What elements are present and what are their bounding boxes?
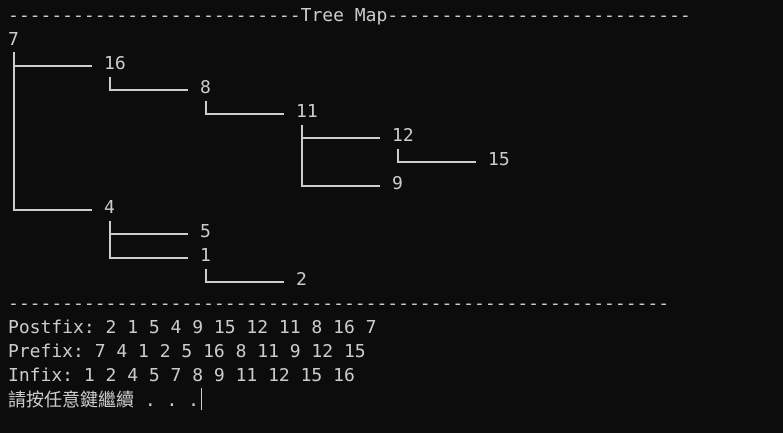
infix-line: Infix: 1 2 4 5 7 8 9 11 12 15 16 <box>8 365 355 386</box>
connector-4-5 <box>109 221 188 235</box>
connector-16-8 <box>109 77 188 91</box>
text-cursor <box>201 388 203 410</box>
tree-node: 2 <box>296 269 307 290</box>
tree-node: 8 <box>200 77 211 98</box>
continue-prompt: 請按任意鍵繼續 . . . <box>8 390 200 411</box>
connector-7-16 <box>13 52 92 67</box>
header-rule-left: --------------------------- <box>8 5 301 26</box>
connector-1-2 <box>205 269 284 283</box>
divider-line: ----------------------------------------… <box>8 293 670 314</box>
tree-node: 16 <box>104 53 126 74</box>
connector-12-15 <box>397 149 476 163</box>
postfix-line: Postfix: 2 1 5 4 9 15 12 11 8 16 7 <box>8 317 377 338</box>
prefix-line: Prefix: 7 4 1 2 5 16 8 11 9 12 15 <box>8 341 366 362</box>
tree-node-root: 7 <box>8 29 19 50</box>
connector-8-11 <box>205 101 284 115</box>
tree-node: 15 <box>488 149 510 170</box>
connector-11-9 <box>301 125 380 187</box>
connector-11-12 <box>301 125 380 139</box>
tree-node: 12 <box>392 125 414 146</box>
tree-node: 5 <box>200 221 211 242</box>
connector-7-4 <box>13 52 92 211</box>
header-line: ---------------------------Tree Map-----… <box>8 4 691 28</box>
header-title: Tree Map <box>300 5 388 26</box>
tree-node: 9 <box>392 173 403 194</box>
tree-node: 1 <box>200 245 211 266</box>
prompt-line: 請按任意鍵繼續 . . . <box>8 388 203 412</box>
tree-node: 11 <box>296 101 318 122</box>
tree-node: 4 <box>104 197 115 218</box>
connector-4-1 <box>109 221 188 259</box>
header-rule-right: ---------------------------- <box>387 5 691 26</box>
